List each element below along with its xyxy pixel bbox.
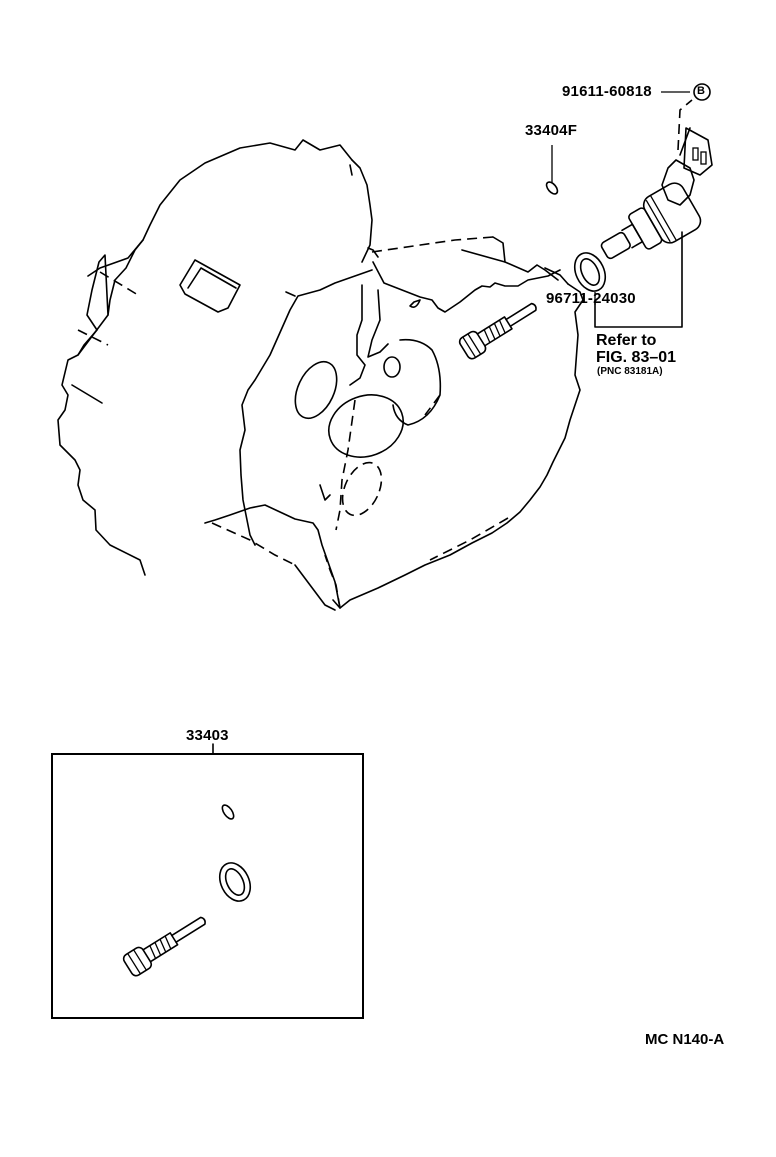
kit-box-drawing xyxy=(51,743,364,1019)
figure-code: MC N140-A xyxy=(645,1031,725,1048)
marker-b-label: B xyxy=(697,85,705,97)
speed-sensor-drawing xyxy=(600,99,713,260)
refer-bracket xyxy=(594,231,683,328)
reference-figure: FIG. 83–01 xyxy=(596,349,677,366)
marker-b-circle xyxy=(693,83,711,101)
oring-drawing xyxy=(573,252,607,300)
clip-drawing xyxy=(545,145,559,195)
driven-gear-drawing xyxy=(458,302,537,360)
transmission-case-drawing xyxy=(57,139,584,611)
reference-line1: Refer to xyxy=(596,332,657,349)
callout-oring-part-number: 96711-24030 xyxy=(546,290,636,307)
callout-kit-part-number: 33403 xyxy=(186,727,229,744)
reference-pnc: (PNC 83181A) xyxy=(597,366,663,377)
callout-clip-part-number: 33404F xyxy=(525,122,578,139)
callout-bolt-part-number: 91611-60818 xyxy=(562,83,652,100)
